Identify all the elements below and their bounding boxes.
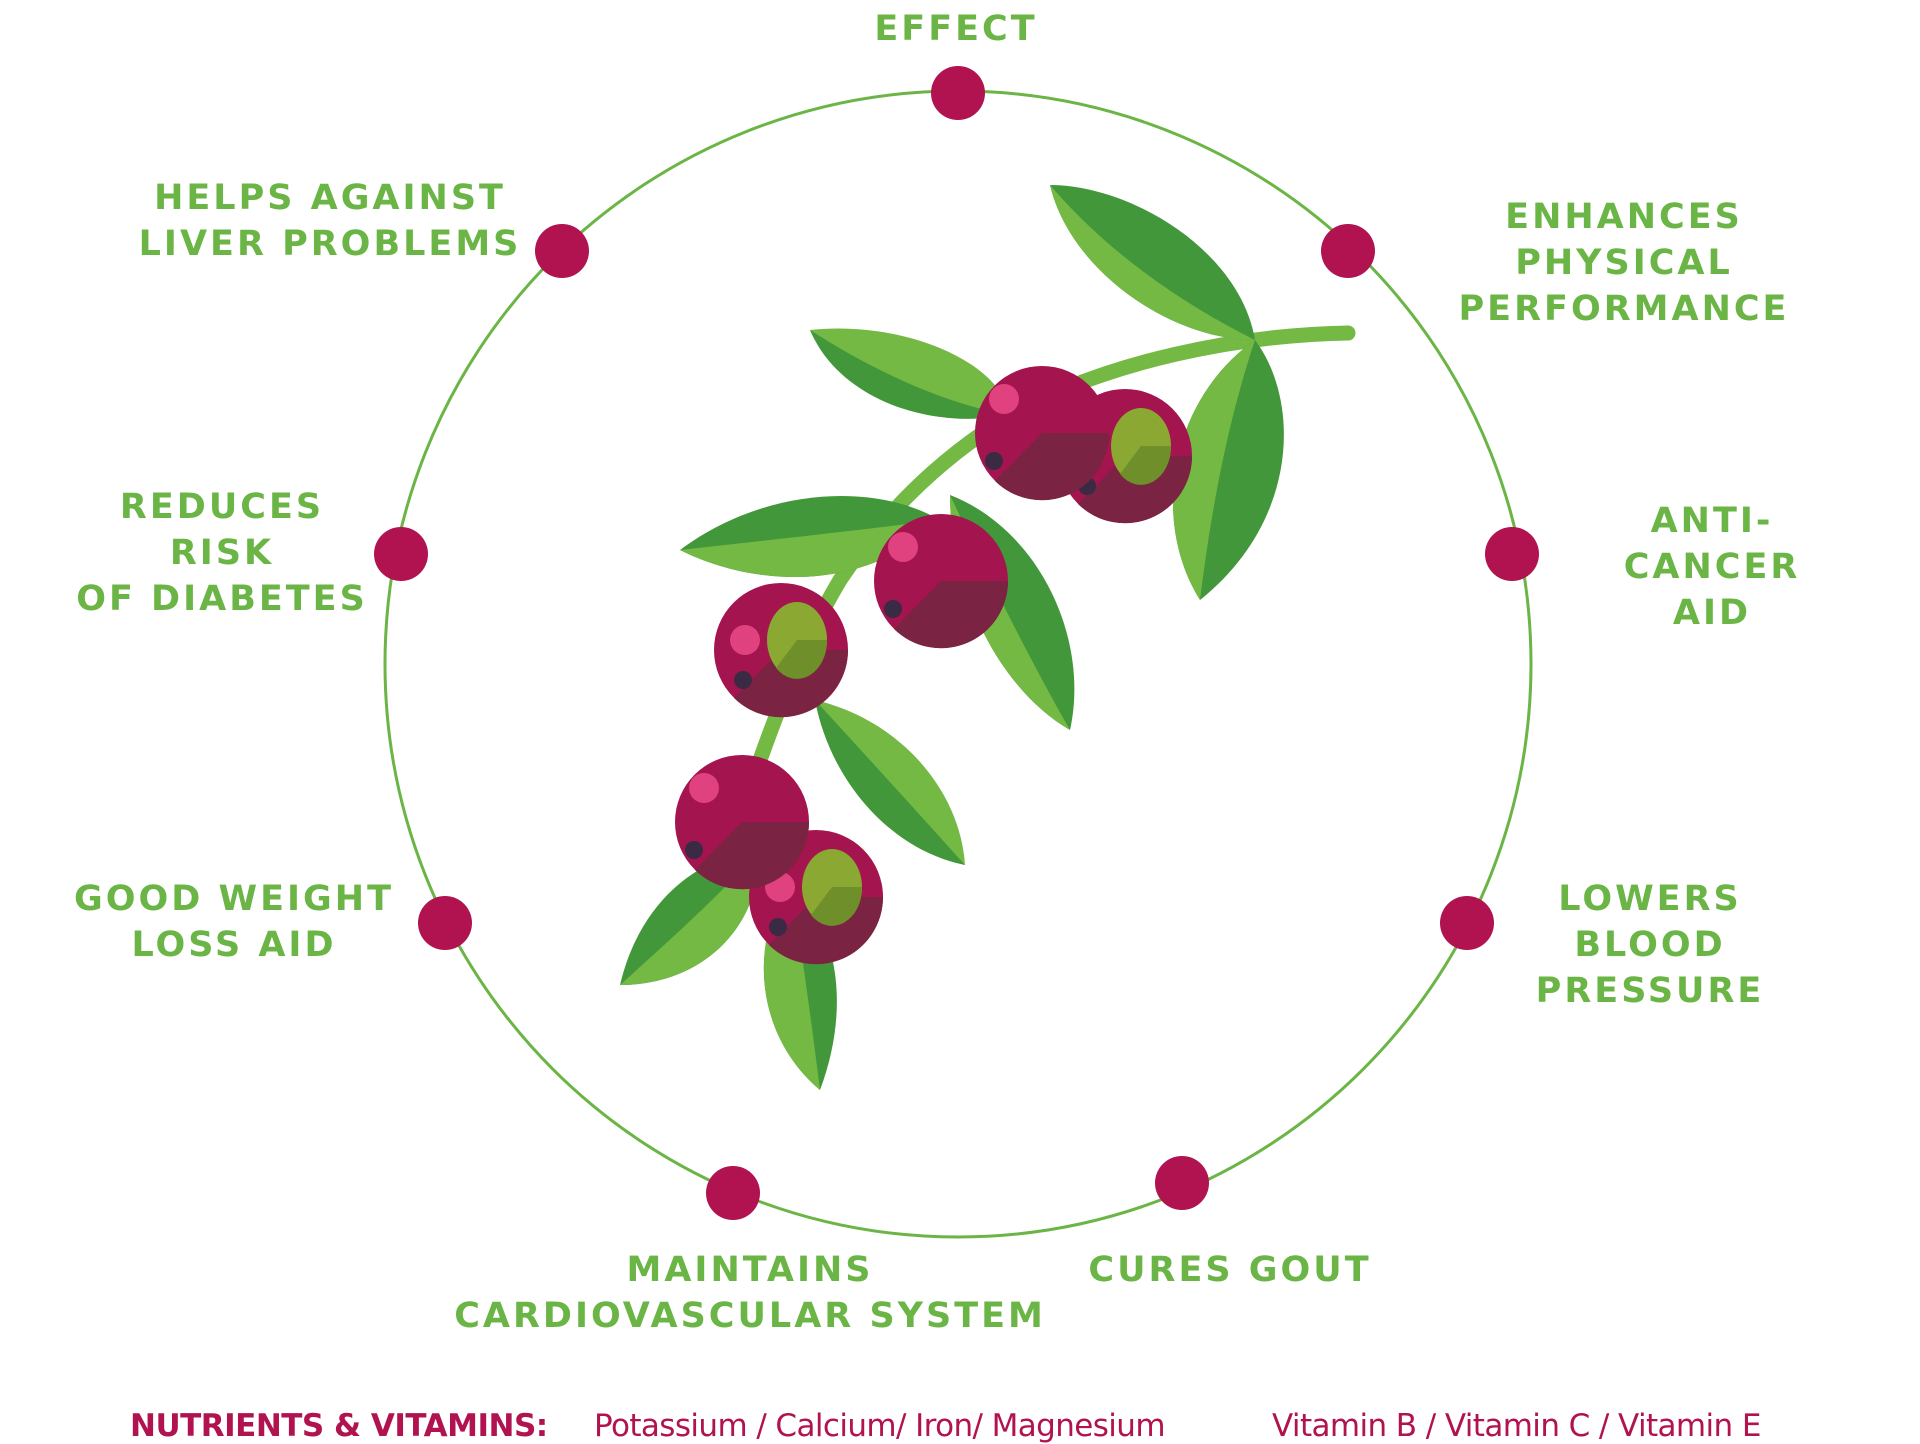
effect-dot-left (374, 527, 428, 581)
leaf (680, 496, 940, 578)
effect-dot-top-left (535, 224, 589, 278)
effect-label-lower-left: GOOD WEIGHT LOSS AID (74, 879, 394, 965)
effect-label-lower-right: LOWERS BLOOD PRESSURE (1535, 879, 1765, 1011)
vitamins-list: Vitamin B / Vitamin C / Vitamin E (1272, 1408, 1761, 1444)
effect-dot-lower-left (418, 896, 472, 950)
effect-dot-bottom-right (1155, 1156, 1209, 1210)
leaf (810, 328, 1010, 419)
berry (874, 514, 1009, 649)
effect-label-top-right: ENHANCES PHYSICAL PERFORMANCE (1458, 197, 1790, 329)
effect-label-top-left: HELPS AGAINST LIVER PROBLEMS (138, 178, 522, 264)
effect-label-bottom-left: MAINTAINS CARDIOVASCULAR SYSTEM (454, 1250, 1046, 1336)
effect-label-right: ANTI-CANCER AID (1623, 501, 1801, 633)
leaf (1050, 185, 1255, 340)
effect-label-top: EFFECT (874, 9, 1038, 49)
effect-label-left: REDUCES RISK OF DIABETES (76, 487, 368, 619)
effect-dot-bottom-left (706, 1166, 760, 1220)
effect-dot-lower-right (1440, 896, 1494, 950)
berry (975, 366, 1110, 501)
effect-dot-top-right (1321, 224, 1375, 278)
berry (714, 583, 849, 718)
effect-dot-right (1485, 527, 1539, 581)
leaf (815, 700, 965, 865)
nutrients-title: NUTRIENTS & VITAMINS: (130, 1408, 548, 1444)
minerals-list: Potassium / Calcium/ Iron/ Magnesium (594, 1408, 1166, 1444)
acai-berry-branch-icon (620, 185, 1356, 1090)
effect-dot-top (931, 66, 985, 120)
berry (675, 755, 810, 890)
leaf (1172, 340, 1284, 600)
effect-label-bottom-right: CURES GOUT (1088, 1250, 1372, 1290)
